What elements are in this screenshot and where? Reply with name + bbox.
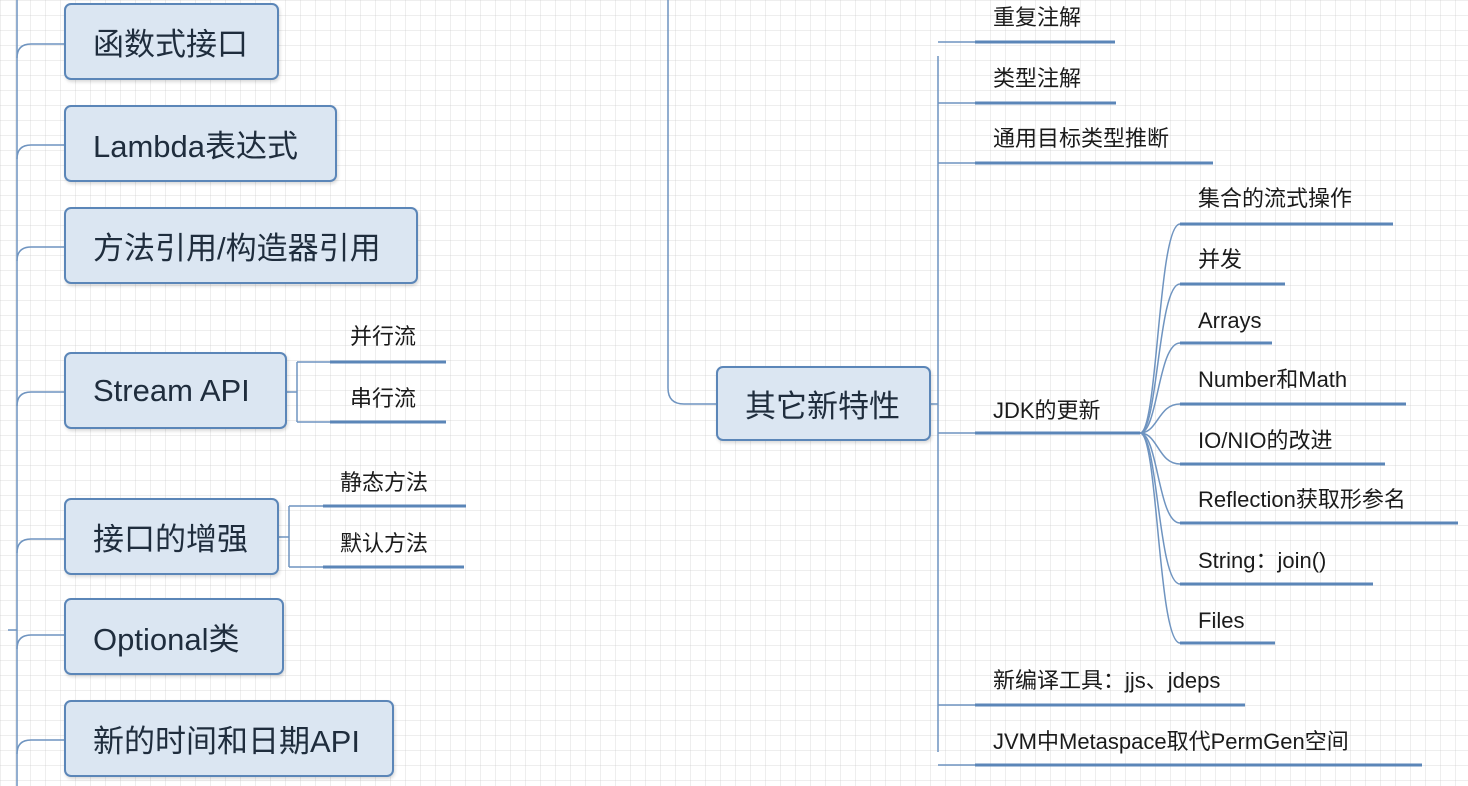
jdk-child-link-6 bbox=[1139, 432, 1181, 585]
topic-date-time-api[interactable]: 新的时间和日期API bbox=[64, 700, 394, 777]
item-type-annotations[interactable]: 类型注解 bbox=[993, 66, 1082, 91]
topic-label: 其它新特性 bbox=[745, 389, 900, 424]
topic-lambda[interactable]: Lambda表达式 bbox=[64, 105, 337, 182]
topic-label: 函数式接口 bbox=[93, 27, 248, 62]
jdk-child-link-1 bbox=[1139, 283, 1181, 434]
other-features-incoming-line bbox=[667, 0, 716, 405]
topic-interface-enhancement[interactable]: 接口的增强 bbox=[64, 498, 279, 575]
jdk-child-link-2 bbox=[1139, 342, 1181, 434]
left-branch-line-5 bbox=[16, 634, 64, 650]
subtopic-static-method[interactable]: 静态方法 bbox=[340, 470, 429, 495]
jdk-child-link-0 bbox=[1139, 223, 1181, 434]
left-branch-line-6 bbox=[16, 739, 64, 755]
jdk-item-number-math[interactable]: Number和Math bbox=[1198, 367, 1348, 392]
jdk-item-io-nio[interactable]: IO/NIO的改进 bbox=[1198, 428, 1333, 453]
jdk-item-string-join[interactable]: String：join() bbox=[1198, 548, 1327, 573]
left-branch-line-4 bbox=[16, 538, 64, 554]
topic-other-features[interactable]: 其它新特性 bbox=[716, 366, 931, 441]
topic-label: Lambda表达式 bbox=[93, 129, 299, 164]
topic-label: 新的时间和日期API bbox=[93, 724, 360, 759]
item-target-type-inference[interactable]: 通用目标类型推断 bbox=[993, 126, 1170, 151]
left-branch-line-2 bbox=[16, 246, 64, 262]
subtopic-serial-stream[interactable]: 串行流 bbox=[350, 386, 417, 411]
jdk-item-reflection[interactable]: Reflection获取形参名 bbox=[1198, 487, 1406, 512]
jdk-child-link-3 bbox=[1139, 403, 1181, 434]
jdk-child-link-7 bbox=[1139, 432, 1181, 644]
subtopic-parallel-stream[interactable]: 并行流 bbox=[350, 324, 417, 349]
topic-label: Stream API bbox=[93, 372, 250, 408]
item-repeatable-annotations[interactable]: 重复注解 bbox=[993, 5, 1082, 30]
item-jdk-updates[interactable]: JDK的更新 bbox=[993, 398, 1101, 423]
topic-label: Optional类 bbox=[93, 622, 240, 657]
item-new-compiler-tools[interactable]: 新编译工具：jjs、jdeps bbox=[993, 668, 1221, 693]
jdk-item-arrays[interactable]: Arrays bbox=[1198, 308, 1262, 333]
left-branch-line-1 bbox=[16, 144, 64, 160]
jdk-item-concurrency[interactable]: 并发 bbox=[1198, 247, 1243, 272]
left-branch-line-3 bbox=[16, 391, 64, 407]
topic-method-reference[interactable]: 方法引用/构造器引用 bbox=[64, 207, 418, 284]
jdk-item-collections-stream[interactable]: 集合的流式操作 bbox=[1198, 186, 1353, 211]
topic-optional[interactable]: Optional类 bbox=[64, 598, 284, 675]
item-metaspace[interactable]: JVM中Metaspace取代PermGen空间 bbox=[993, 729, 1349, 754]
topic-label: 接口的增强 bbox=[93, 522, 248, 557]
topic-label: 方法引用/构造器引用 bbox=[93, 231, 381, 266]
jdk-item-files[interactable]: Files bbox=[1198, 608, 1245, 633]
topic-stream-api[interactable]: Stream API bbox=[64, 352, 287, 429]
jdk-child-link-5 bbox=[1139, 432, 1181, 524]
topic-functional-interface[interactable]: 函数式接口 bbox=[64, 3, 279, 80]
left-branch-line-0 bbox=[16, 43, 64, 59]
subtopic-default-method[interactable]: 默认方法 bbox=[340, 531, 429, 556]
jdk-child-link-4 bbox=[1139, 432, 1181, 465]
